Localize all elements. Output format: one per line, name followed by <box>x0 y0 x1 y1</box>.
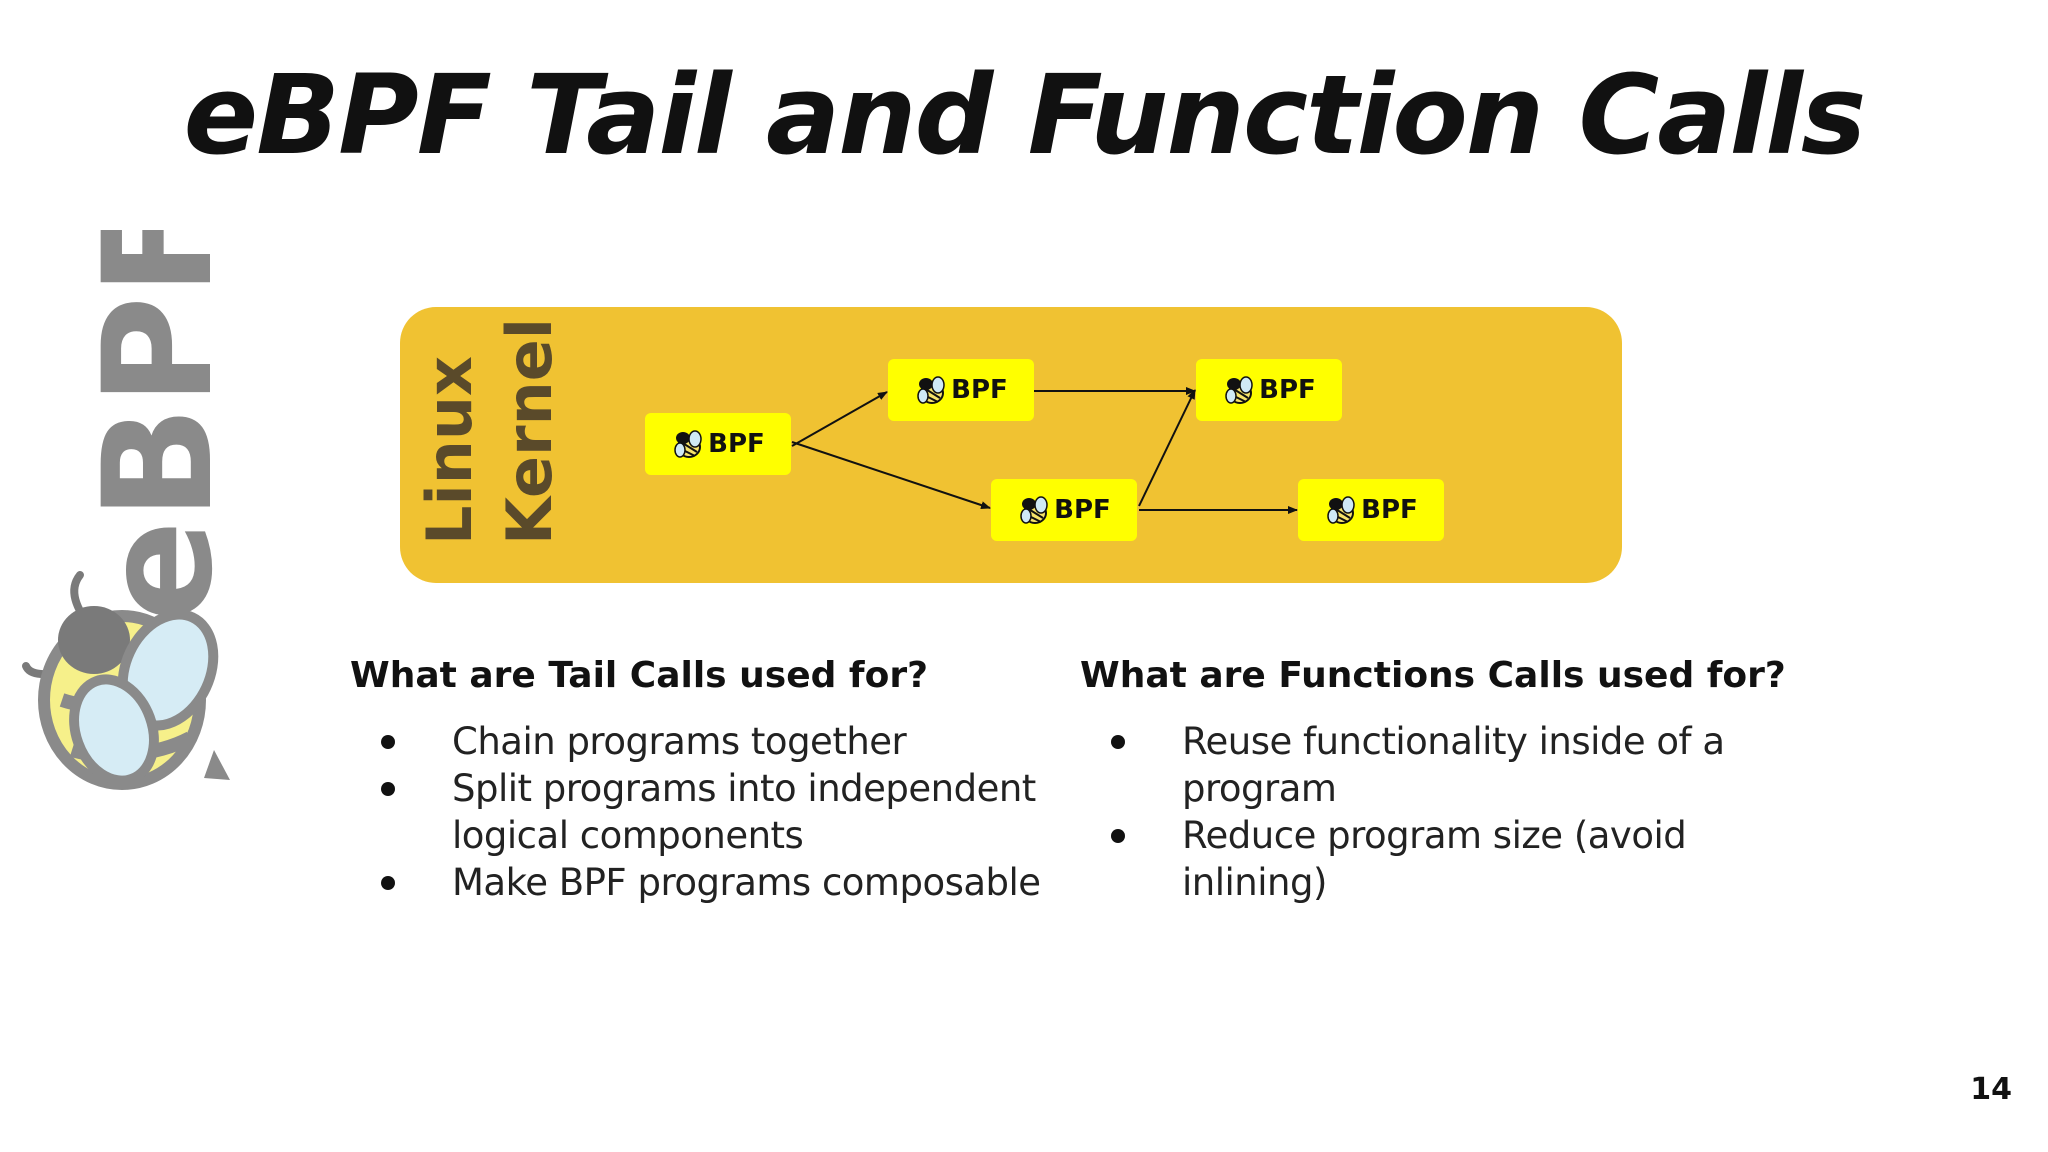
bpf-node-5: BPF <box>1298 479 1444 541</box>
list-item: Split programs into independent logical … <box>350 765 1070 859</box>
list-item: Chain programs together <box>350 718 1070 765</box>
bee-icon <box>22 571 230 790</box>
bee-icon <box>917 376 945 404</box>
bpf-node-3: BPF <box>991 479 1137 541</box>
bpf-node-label: BPF <box>708 429 765 459</box>
list-item: Make BPF programs composable <box>350 859 1070 906</box>
page-number: 14 <box>1970 1072 2012 1107</box>
tail-calls-heading: What are Tail Calls used for? <box>350 655 928 696</box>
logo-text: eBPF <box>72 230 238 622</box>
tail-calls-section: What are Tail Calls used for? Chain prog… <box>350 650 1070 906</box>
bee-icon <box>674 430 702 458</box>
bpf-node-1: BPF <box>645 413 791 475</box>
slide-title: eBPF Tail and Function Calls <box>183 51 1867 179</box>
function-calls-list: Reuse functionality inside of a program … <box>1080 718 1760 906</box>
edge-a-c <box>791 441 991 509</box>
bpf-node-label: BPF <box>1259 375 1316 405</box>
bullet-icon <box>1111 735 1125 749</box>
list-item: Reuse functionality inside of a program <box>1080 718 1760 812</box>
bullet-icon <box>1111 829 1125 843</box>
function-calls-heading: What are Functions Calls used for? <box>1080 655 1786 696</box>
ebpf-logo: eBPF <box>22 230 238 790</box>
bullet-icon <box>381 735 395 749</box>
bpf-node-4: BPF <box>1196 359 1342 421</box>
bee-icon <box>1225 376 1253 404</box>
bullet-icon <box>381 782 395 796</box>
function-calls-section: What are Functions Calls used for? Reuse… <box>1080 650 1786 906</box>
list-item: Reduce program size (avoid inlining) <box>1080 812 1760 906</box>
edge-a-b <box>791 391 888 447</box>
bee-icon <box>1020 496 1048 524</box>
bpf-node-label: BPF <box>1361 495 1418 525</box>
bee-icon <box>1327 496 1355 524</box>
bpf-node-2: BPF <box>888 359 1034 421</box>
edge-c-d <box>1138 389 1196 507</box>
bullet-icon <box>381 876 395 890</box>
bpf-node-label: BPF <box>1054 495 1111 525</box>
bpf-node-label: BPF <box>951 375 1008 405</box>
tail-calls-list: Chain programs together Split programs i… <box>350 718 1070 906</box>
